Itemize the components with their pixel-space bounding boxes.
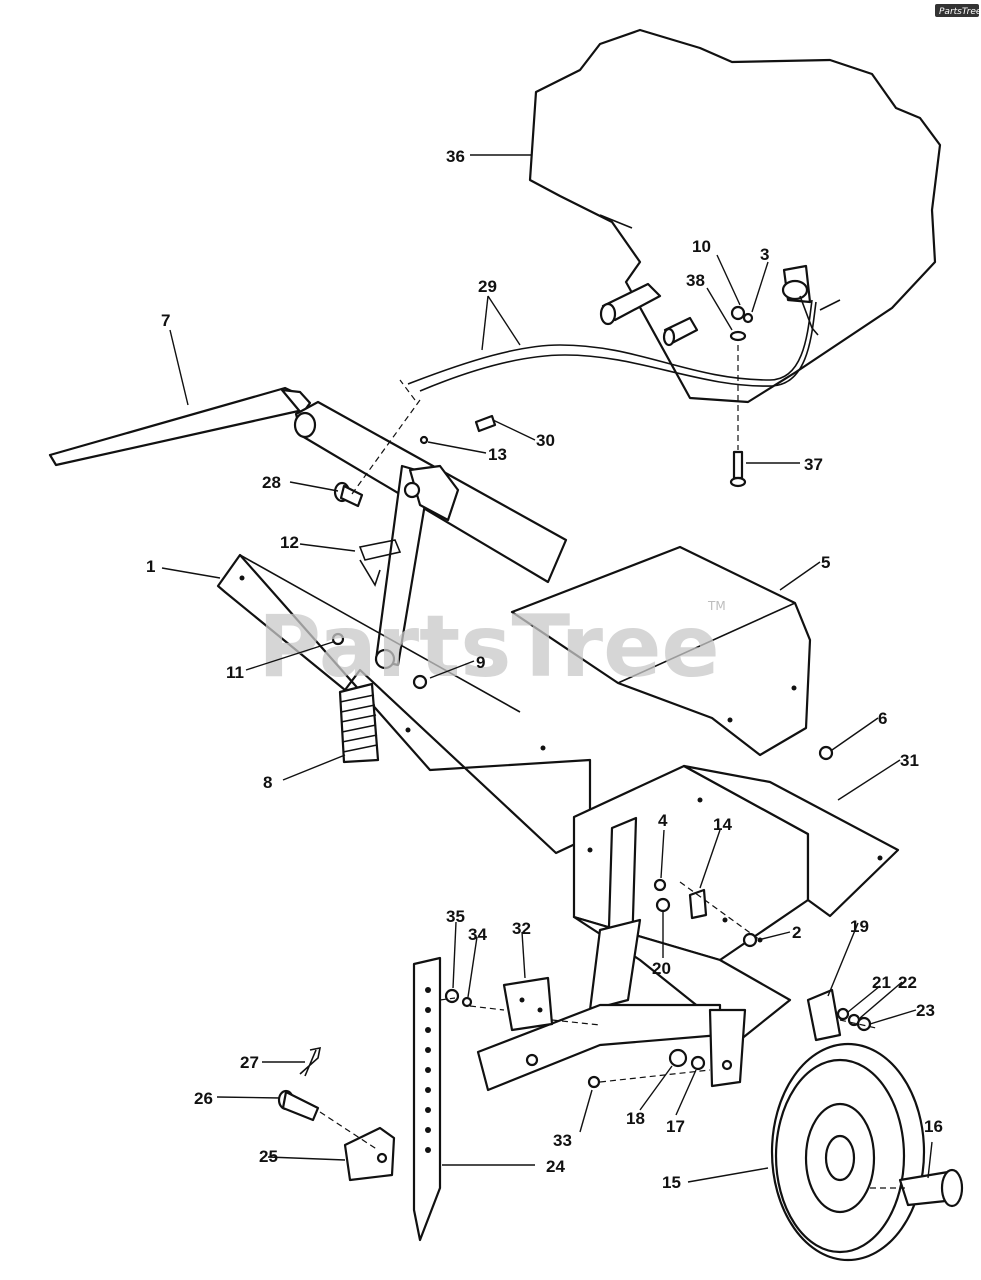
washer-17 <box>690 1055 706 1071</box>
callout-16: 16 <box>924 1117 943 1136</box>
callout-11: 11 <box>226 663 244 682</box>
watermark: PartsTree TM <box>258 597 726 697</box>
callout-12: 12 <box>280 533 299 552</box>
svg-text:PartsTree: PartsTree <box>939 7 981 17</box>
callout-9: 9 <box>476 653 485 672</box>
tow-tongue <box>476 816 747 1092</box>
hitch-bar <box>412 956 442 1242</box>
callout-3: 3 <box>760 245 769 264</box>
callout-22: 22 <box>898 973 917 992</box>
callout-19: 19 <box>850 917 869 936</box>
leader-lines <box>161 154 933 1183</box>
callout-24: 24 <box>546 1157 565 1176</box>
washer-34 <box>461 996 473 1008</box>
callout-20: 20 <box>652 959 671 978</box>
axle-bracket-19 <box>806 988 842 1042</box>
callout-28: 28 <box>262 473 281 492</box>
nut-35 <box>444 988 460 1004</box>
clevis-25 <box>343 1126 396 1182</box>
plate-14 <box>688 888 708 920</box>
throttle-cable <box>407 299 817 392</box>
screw-6 <box>818 745 834 761</box>
callout-35: 35 <box>446 907 465 926</box>
callout-29: 29 <box>478 277 497 296</box>
top-cover <box>510 545 812 757</box>
callout-2: 2 <box>792 923 801 942</box>
callout-32: 32 <box>512 919 531 938</box>
nut-18 <box>668 1048 688 1068</box>
bolt-33 <box>587 1075 601 1089</box>
callout-7: 7 <box>161 311 170 330</box>
bolt-2 <box>742 932 758 948</box>
control-lever <box>374 464 460 670</box>
screw-9 <box>412 674 428 690</box>
callout-26: 26 <box>194 1089 213 1108</box>
callout-labels: 36 10 3 38 29 7 30 13 37 28 12 1 5 11 9 … <box>146 147 943 1192</box>
nut-10 <box>730 305 746 321</box>
bolt-20 <box>655 897 671 913</box>
spring-clip <box>358 539 402 587</box>
callout-8: 8 <box>263 773 272 792</box>
callout-21: 21 <box>872 973 891 992</box>
callout-30: 30 <box>536 431 555 450</box>
bolt-28 <box>333 481 364 508</box>
callout-6: 6 <box>878 709 887 728</box>
callout-13: 13 <box>488 445 507 464</box>
callout-38: 38 <box>686 271 705 290</box>
spring-grip <box>338 682 380 764</box>
callout-5: 5 <box>821 553 830 572</box>
callout-18: 18 <box>626 1109 645 1128</box>
cotter-pin-27 <box>299 1046 322 1077</box>
callout-25: 25 <box>259 1147 278 1166</box>
bolt-16 <box>898 1168 964 1208</box>
washer-21 <box>836 1007 850 1021</box>
callout-33: 33 <box>553 1131 572 1150</box>
callout-27: 27 <box>240 1053 259 1072</box>
callout-14: 14 <box>713 815 732 834</box>
callout-15: 15 <box>662 1173 681 1192</box>
callout-31: 31 <box>900 751 919 770</box>
brand-logo: PartsTree <box>935 4 981 17</box>
nut-4 <box>653 878 667 892</box>
assembly-lines <box>319 345 905 1189</box>
clip-3 <box>742 312 754 324</box>
watermark-tm: TM <box>707 599 726 613</box>
callout-36: 36 <box>446 147 465 166</box>
washer-38 <box>729 330 747 342</box>
screw-13 <box>419 435 429 445</box>
callout-37: 37 <box>804 455 823 474</box>
wheel-15 <box>770 1042 926 1262</box>
nut-11 <box>331 632 345 646</box>
callout-34: 34 <box>468 925 487 944</box>
callout-10: 10 <box>692 237 711 256</box>
bolt-37 <box>729 450 747 488</box>
clip-30 <box>474 414 497 433</box>
callout-17: 17 <box>666 1117 685 1136</box>
callout-4: 4 <box>658 811 668 830</box>
engine-outline <box>528 28 942 404</box>
block-32 <box>502 976 554 1032</box>
callout-23: 23 <box>916 1001 935 1020</box>
callout-1: 1 <box>146 557 155 576</box>
pin-26 <box>277 1089 320 1122</box>
watermark-text: PartsTree <box>258 597 720 697</box>
